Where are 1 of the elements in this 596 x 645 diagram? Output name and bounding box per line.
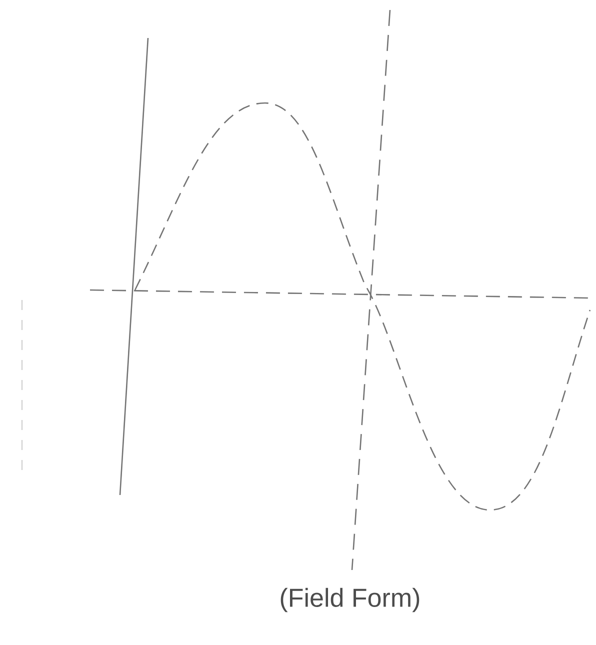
- caption-label: (Field Form): [280, 588, 420, 612]
